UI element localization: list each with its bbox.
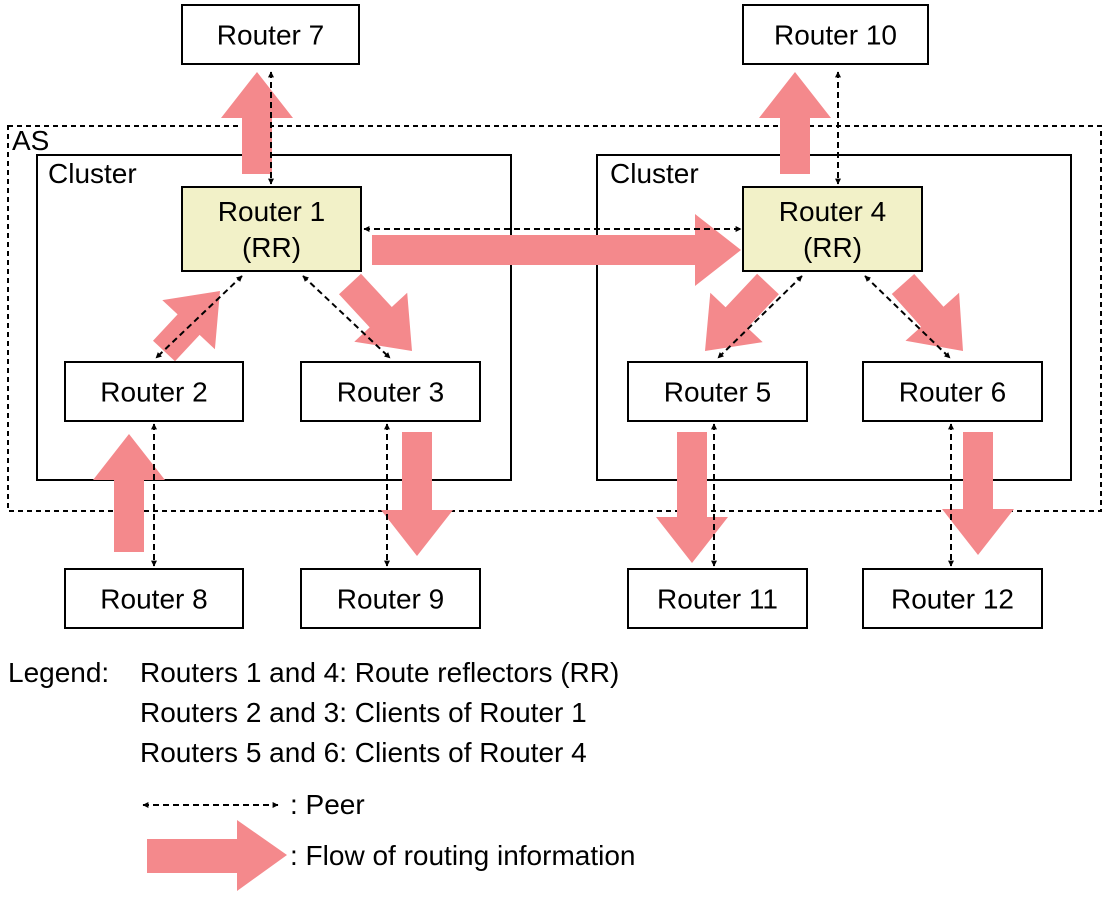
router-4-label-rr: (RR) (803, 232, 862, 263)
flow-arrow-6 (705, 273, 779, 351)
router-1-label-rr: (RR) (242, 232, 301, 263)
router-7-label: Router 7 (217, 20, 324, 51)
router-1-box (181, 186, 362, 272)
cluster-right-label: Cluster (610, 158, 699, 189)
router-2-label: Router 2 (100, 377, 207, 408)
legend-line-1: Routers 1 and 4: Route reflectors (RR) (140, 657, 619, 688)
flow-arrows (93, 72, 1014, 563)
router-2: Router 2 (64, 361, 244, 422)
cluster-left-label: Cluster (48, 158, 137, 189)
flow-arrow-11 (942, 432, 1014, 555)
router-10: Router 10 (742, 4, 929, 65)
router-boxes: Router 7 Router 10 Router 1 (RR) Router 4 (RR… (64, 4, 1043, 629)
router-5-box (627, 361, 808, 422)
router-1: Router 1 (RR) (181, 186, 362, 272)
peer-links (151, 71, 954, 567)
legend-line-2: Routers 2 and 3: Clients of Router 1 (140, 697, 587, 728)
as-boundary (7, 125, 1102, 512)
router-3-box (300, 361, 481, 422)
router-2-box (64, 361, 244, 422)
router-12-label: Router 12 (891, 584, 1014, 615)
router-4: Router 4 (RR) (742, 186, 923, 272)
legend-title: Legend: (8, 657, 109, 688)
cluster-left (36, 154, 512, 481)
legend-flow-arrow (147, 820, 287, 891)
legend-peer-label: : Peer (290, 789, 365, 820)
router-1-label: Router 1 (218, 196, 325, 227)
router-9-label: Router 9 (337, 584, 444, 615)
legend: Legend: Routers 1 and 4: Route reflector… (8, 657, 636, 891)
router-9: Router 9 (300, 568, 481, 629)
router-8-box (64, 568, 244, 629)
legend-flow-label: : Flow of routing information (290, 840, 636, 871)
flow-arrow-10 (656, 432, 728, 563)
router-5-label: Router 5 (664, 377, 771, 408)
as-label: AS (12, 125, 49, 156)
cluster-right (596, 154, 1072, 481)
router-8: Router 8 (64, 568, 244, 629)
router-12: Router 12 (862, 568, 1043, 629)
legend-line-3: Routers 5 and 6: Clients of Router 4 (140, 737, 587, 768)
router-6: Router 6 (862, 361, 1043, 422)
flow-arrow-2 (153, 291, 220, 362)
router-5: Router 5 (627, 361, 808, 422)
router-11: Router 11 (627, 568, 808, 629)
router-7-box (181, 4, 360, 65)
router-11-label: Router 11 (657, 584, 778, 615)
router-4-label: Router 4 (779, 196, 886, 227)
flow-arrow-1 (221, 72, 293, 174)
router-11-box (627, 568, 808, 629)
flow-arrow-8 (93, 434, 165, 552)
flow-arrow-9 (381, 432, 453, 556)
router-10-box (742, 4, 929, 65)
router-7: Router 7 (181, 4, 360, 65)
router-3: Router 3 (300, 361, 481, 422)
flow-arrow-5 (759, 72, 831, 174)
router-12-box (862, 568, 1043, 629)
router-10-label: Router 10 (774, 20, 897, 51)
router-6-box (862, 361, 1043, 422)
router-4-box (742, 186, 923, 272)
flow-arrow-3 (339, 273, 412, 351)
router-3-label: Router 3 (337, 377, 444, 408)
router-6-label: Router 6 (899, 377, 1006, 408)
flow-arrow-4 (372, 214, 741, 286)
router-9-box (300, 568, 481, 629)
router-8-label: Router 8 (100, 584, 207, 615)
